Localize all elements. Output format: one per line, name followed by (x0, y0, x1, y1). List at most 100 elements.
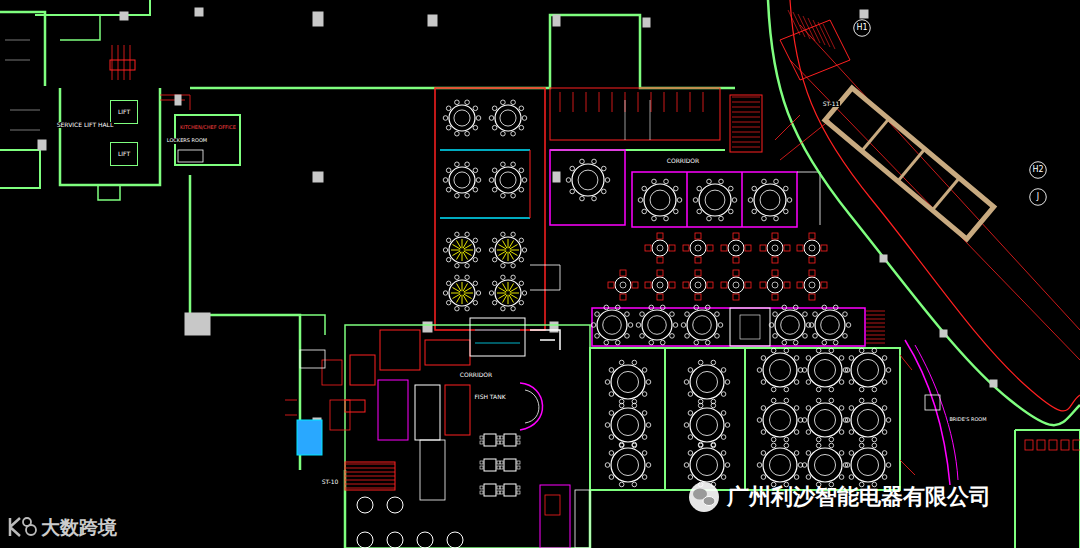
chair (829, 443, 834, 448)
wall-line (190, 15, 735, 88)
room-label: ST-11 (822, 101, 841, 108)
chair (725, 380, 730, 385)
stair (866, 311, 885, 312)
bubble-circle (1030, 189, 1047, 206)
table-inner (814, 454, 835, 475)
table-inner (617, 414, 638, 435)
table-setting (508, 239, 509, 248)
round-table (611, 365, 645, 399)
lift-divider (898, 149, 925, 181)
wall-line (0, 150, 40, 188)
chair (688, 411, 693, 416)
room-label: SERVICE LIFT HALL (56, 122, 115, 129)
kitchen-counter (445, 385, 470, 435)
chair (813, 312, 818, 317)
node-text: H1 (856, 24, 867, 33)
chair (500, 436, 503, 439)
round-table (357, 497, 373, 513)
column (553, 172, 560, 182)
chair (797, 282, 803, 288)
wall-line (790, 0, 1080, 411)
service-line (160, 95, 190, 110)
small-table (690, 277, 706, 293)
chair (501, 232, 505, 236)
table-setting (451, 250, 460, 251)
column (195, 8, 203, 16)
chair (816, 387, 821, 392)
chair (649, 340, 654, 345)
chair (605, 463, 610, 468)
chair (592, 159, 597, 164)
stair (345, 472, 395, 473)
chair (784, 245, 790, 251)
kitchen-counter (470, 318, 525, 356)
round-table (495, 280, 521, 306)
round-table (808, 403, 842, 437)
table-inner (657, 245, 663, 251)
chair (793, 340, 798, 345)
chair (849, 451, 854, 456)
chair (816, 443, 821, 448)
chair (609, 392, 614, 397)
label-anchor: LOCKERS ROOM (166, 138, 208, 144)
chair (822, 305, 827, 310)
table-inner (500, 110, 516, 126)
chair (816, 348, 821, 353)
chair (605, 178, 610, 183)
table-inner (733, 282, 739, 288)
chair (886, 368, 891, 373)
round-table (611, 448, 645, 482)
round-table (644, 184, 676, 216)
kitchen-equipment (475, 330, 520, 343)
chair (688, 392, 693, 397)
chair (707, 282, 713, 288)
chair (465, 263, 469, 267)
round-table (597, 310, 627, 340)
small-table (652, 277, 668, 293)
locker (178, 150, 203, 162)
stall (1037, 440, 1045, 450)
square-table (484, 434, 496, 446)
chair (489, 248, 493, 252)
chair (806, 380, 811, 385)
round-table (690, 408, 724, 442)
chair (882, 430, 887, 435)
round-table (417, 532, 433, 548)
chair (615, 340, 620, 345)
chair (829, 348, 834, 353)
table-inner (772, 245, 778, 251)
stall (1025, 440, 1033, 450)
square-table (504, 434, 516, 446)
stall (664, 92, 665, 112)
chair (760, 282, 766, 288)
chair (718, 323, 723, 328)
kitchen-counter (415, 385, 440, 440)
chair (839, 475, 844, 480)
round-table (763, 353, 797, 387)
column (38, 140, 46, 150)
room-outline (590, 348, 900, 490)
chair (601, 166, 606, 171)
chair (859, 398, 864, 403)
cold-room (297, 420, 322, 455)
chair (473, 281, 477, 285)
stair (866, 339, 885, 340)
table-setting (498, 294, 506, 299)
chair (664, 216, 669, 221)
stair (866, 327, 885, 328)
table-inner (857, 454, 878, 475)
chair (707, 245, 713, 251)
chair (745, 282, 751, 288)
chair (646, 423, 651, 428)
chair (707, 179, 712, 184)
chair (570, 166, 575, 171)
chair (476, 248, 480, 252)
table-inner (769, 359, 790, 380)
chair (660, 305, 665, 310)
stair (732, 97, 760, 98)
service-station (740, 315, 760, 339)
door-swing (900, 355, 915, 475)
stair (732, 127, 760, 128)
chair (794, 356, 799, 361)
chair (821, 282, 827, 288)
